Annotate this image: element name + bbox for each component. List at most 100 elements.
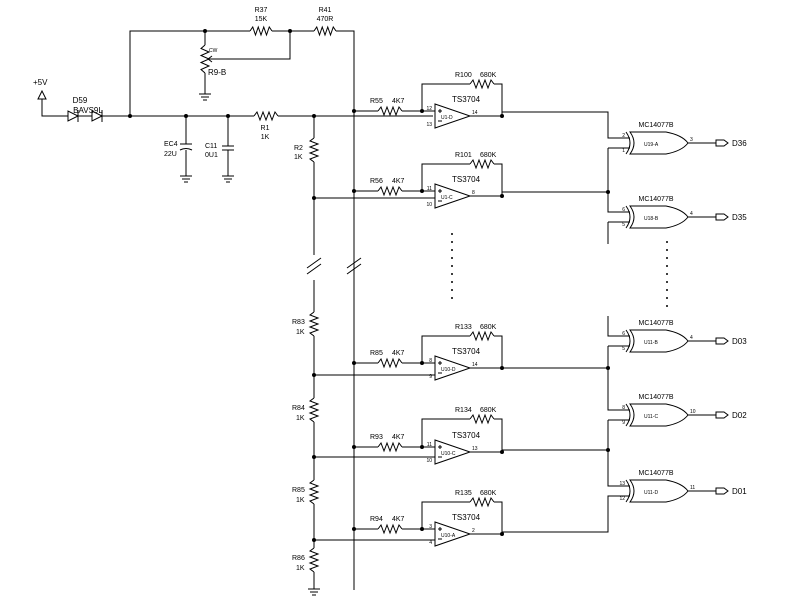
- diode-1: [67, 110, 80, 122]
- resistor-fb-3: [469, 413, 495, 425]
- rin-0-val: 4K7: [392, 98, 405, 105]
- ellipsis-dot: [666, 265, 668, 267]
- resistor-in-2: [377, 357, 403, 369]
- gate-3-pin-o: 10: [690, 409, 696, 415]
- wire-ref-bus: [336, 30, 355, 590]
- ellipsis-dot: [666, 281, 668, 283]
- gate-0-out: D36: [732, 139, 747, 148]
- gate-3-part: MC14077B: [638, 394, 673, 401]
- r86-ref: R86: [292, 555, 305, 562]
- gate-1-unit: U18-B: [644, 216, 659, 222]
- comparator-3-signs: [438, 445, 442, 458]
- trimmer-cw: CW: [209, 48, 218, 54]
- comparator-0-pin-n: 13: [426, 122, 432, 128]
- gate-0-part: MC14077B: [638, 122, 673, 129]
- wire-top: [129, 30, 250, 116]
- resistor-r85: [308, 479, 320, 505]
- rfb-0-ref: R100: [455, 72, 472, 79]
- c11-ref: C11: [205, 143, 217, 150]
- gate-3: [629, 403, 689, 427]
- gate-2-unit: U11-B: [644, 340, 658, 346]
- wire: [314, 539, 436, 541]
- ellipsis-dot: [666, 241, 668, 243]
- gate-3-out: D02: [732, 411, 747, 420]
- resistor-r1: [253, 110, 279, 122]
- gate-2-pin-a: 6: [622, 331, 625, 337]
- rfb-4-ref: R135: [455, 490, 472, 497]
- comparator-1-signs: [438, 189, 442, 202]
- resistor-fb-0: [469, 78, 495, 90]
- comparator-2-pin-n: 9: [429, 374, 432, 380]
- junction-dot: [352, 109, 356, 113]
- wire: [421, 335, 470, 363]
- ellipsis-dot: [451, 241, 453, 243]
- junction-dot: [606, 448, 610, 452]
- gate-0: [629, 131, 689, 155]
- gate-3-xor-arc: [625, 403, 631, 427]
- gate-4-out: D01: [732, 487, 747, 496]
- gate-4-part: MC14077B: [638, 470, 673, 477]
- rfb-2-ref: R133: [455, 324, 472, 331]
- junction-dot: [606, 366, 610, 370]
- comparator-3-unit: U10-C: [441, 451, 456, 457]
- gate-2-xor-arc: [625, 329, 631, 353]
- ellipsis-dot: [451, 265, 453, 267]
- comparator-3: [434, 439, 472, 465]
- gate-2-out: D03: [732, 337, 747, 346]
- ellipsis-dot: [666, 297, 668, 299]
- r86-val: 1K: [296, 565, 305, 572]
- ellipsis-dot: [451, 257, 453, 259]
- ellipsis-dot: [666, 249, 668, 251]
- gate-3-pin-b: 9: [622, 420, 625, 426]
- c11-val: 0U1: [205, 152, 218, 159]
- rin-2-ref: R85: [370, 350, 383, 357]
- gate-1-pin-b: 5: [622, 222, 625, 228]
- comparator-1-part: TS3704: [452, 175, 481, 184]
- comparator-2-unit: U10-D: [441, 367, 456, 373]
- power-arrow: [37, 89, 47, 100]
- rin-3-ref: R93: [370, 434, 383, 441]
- wire: [494, 418, 503, 452]
- gate-1-part: MC14077B: [638, 196, 673, 203]
- ellipsis-dot: [666, 305, 668, 307]
- gate-1-out: D35: [732, 213, 747, 222]
- comparator-3-pin-p: 11: [427, 442, 432, 448]
- r2-val: 1K: [294, 154, 303, 161]
- wire: [314, 197, 436, 201]
- gate-1-pin-a: 6: [622, 207, 625, 213]
- resistor-r86: [308, 547, 320, 573]
- r83-ref: R83: [292, 319, 305, 326]
- gate-0-pin-a: 2: [622, 133, 625, 139]
- wire: [607, 420, 630, 487]
- junction-dot: [312, 455, 316, 459]
- junction-dot: [606, 190, 610, 194]
- ellipsis-dot: [451, 233, 453, 235]
- junction-dot: [352, 361, 356, 365]
- cap-c11: [222, 145, 234, 151]
- comparator-3-pin-o: 13: [472, 446, 478, 452]
- junction-dot: [352, 445, 356, 449]
- comparator-0-unit: U1-D: [441, 115, 453, 121]
- rin-0-ref: R55: [370, 98, 383, 105]
- gate-2-part: MC14077B: [638, 320, 673, 327]
- output-port-4: [715, 487, 729, 495]
- output-port-2: [715, 337, 729, 345]
- comparator-0-signs: [438, 109, 442, 122]
- gate-3-pin-a: 8: [622, 405, 625, 411]
- ellipsis-dot: [666, 289, 668, 291]
- comparator-0-pin-o: 14: [472, 110, 478, 116]
- ellipsis-dot: [451, 281, 453, 283]
- wire: [421, 501, 470, 529]
- ground-ec4: [180, 172, 192, 183]
- wire: [494, 83, 503, 116]
- comparator-1-pin-n: 10: [426, 202, 432, 208]
- r84-val: 1K: [296, 415, 305, 422]
- r83-val: 1K: [296, 329, 305, 336]
- gate-1: [629, 205, 689, 229]
- rin-4-ref: R94: [370, 516, 383, 523]
- gate-4: [629, 479, 689, 503]
- comparator-2-pin-o: 14: [472, 362, 478, 368]
- resistor-r37: [249, 25, 273, 37]
- diode-2: [91, 110, 104, 122]
